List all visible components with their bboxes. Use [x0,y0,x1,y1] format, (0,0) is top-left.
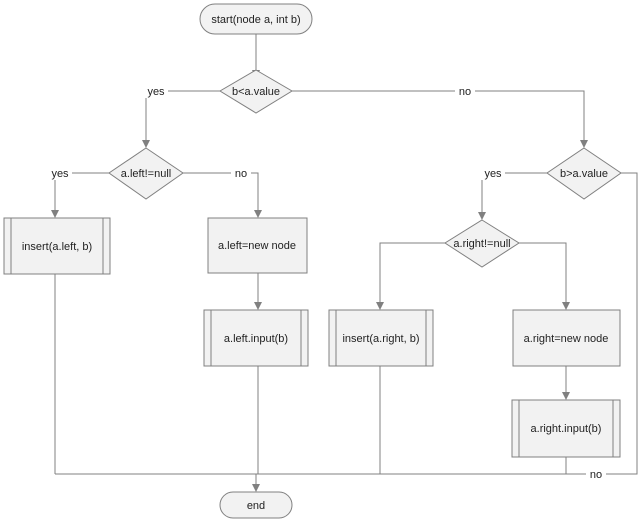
edge-label-bgt-no: no [590,469,602,481]
process-insert-left: insert(a.left, b) [3,217,111,275]
arrowhead [562,392,570,400]
edge-cond1-no [292,90,585,140]
arrowhead [478,212,486,220]
arrowhead [254,210,262,218]
edge-label-leftnull-no: no [235,168,247,180]
process-left-new-node: a.left=new node [207,217,308,274]
process-right-input: a.right.input(b) [511,399,621,458]
arrowhead [51,210,59,218]
decision-right-not-null-label: a.right!=null [453,238,510,250]
decision-left-not-null-label: a.left!=null [121,168,171,180]
decision-b-less-value: b<a.value [219,69,293,114]
process-right-input-label: a.right.input(b) [531,423,602,435]
process-left-input: a.left.input(b) [203,309,309,367]
decision-b-greater-value: b>a.value [546,147,622,200]
arrowhead [376,302,384,310]
decision-right-not-null: a.right!=null [444,219,520,268]
edge-label-cond1-no: no [459,86,471,98]
process-insert-right: insert(a.right, b) [328,309,434,367]
edge-label-bgt-yes: yes [484,168,502,180]
decision-b-less-value-label: b<a.value [232,86,280,98]
process-left-new-node-label: a.left=new node [218,240,296,252]
edge-cond1-yes [145,90,220,140]
arrowhead [252,484,260,492]
edge-label-leftnull-yes: yes [51,168,69,180]
end-node: end [219,491,293,519]
process-insert-right-label: insert(a.right, b) [342,333,419,345]
process-right-new-node-label: a.right=new node [524,333,609,345]
edge-labels: yes no yes no yes no [48,84,606,481]
decision-b-greater-value-label: b>a.value [560,168,608,180]
decision-left-not-null: a.left!=null [108,147,184,200]
edge-rightnull-no [519,242,567,302]
process-left-input-label: a.left.input(b) [224,333,288,345]
start-node-label: start(node a, int b) [211,14,300,26]
end-node-label: end [247,500,265,512]
edge-bgt-no [256,172,638,475]
edge-label-cond1-yes: yes [147,86,165,98]
edge-leftnull-no [183,172,259,210]
arrowhead [562,302,570,310]
arrowhead [580,140,588,148]
arrowhead [142,140,150,148]
process-right-new-node: a.right=new node [512,309,621,367]
edge-rightnull-yes [379,242,445,302]
arrowhead [254,302,262,310]
process-insert-left-label: insert(a.left, b) [22,241,92,253]
start-node: start(node a, int b) [199,3,313,35]
